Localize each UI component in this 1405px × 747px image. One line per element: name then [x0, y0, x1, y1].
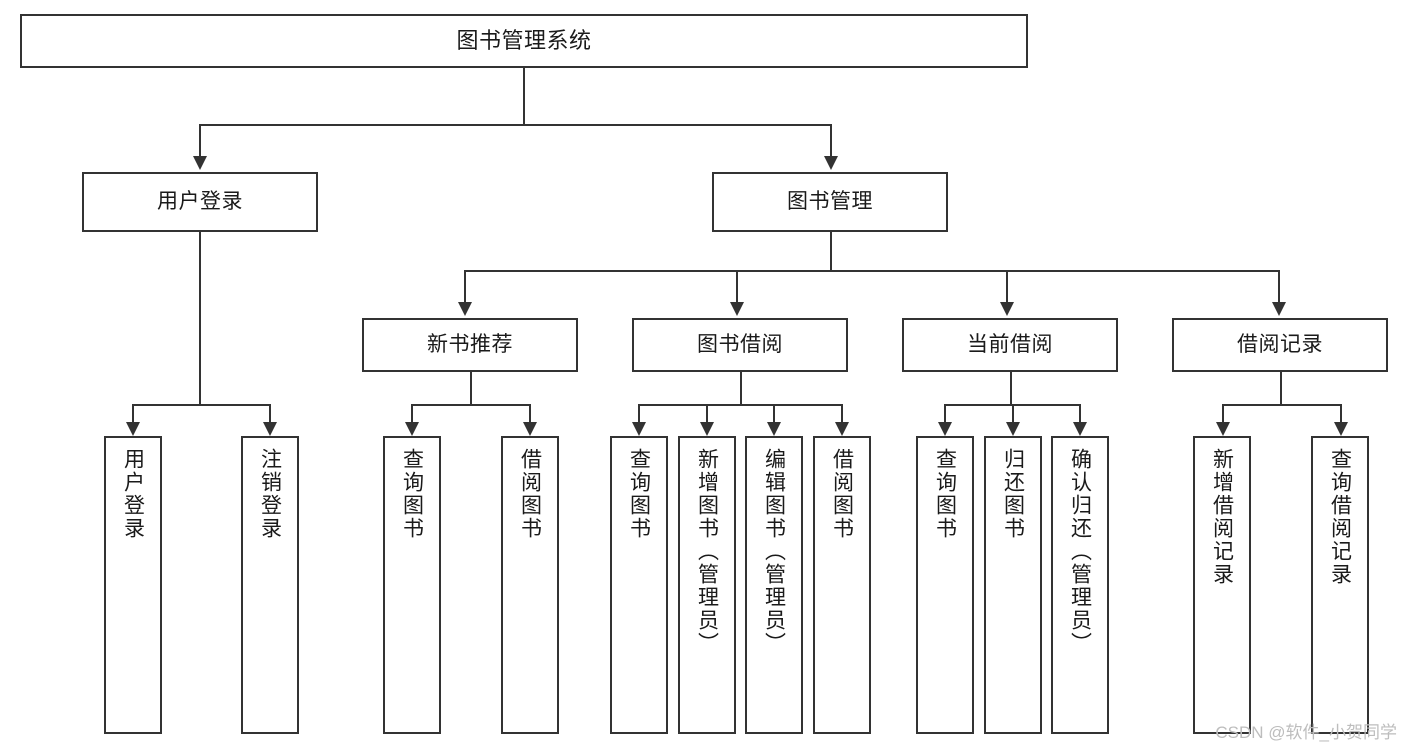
node-leaf-add-record[interactable]: 新增借阅记录 — [1193, 436, 1251, 734]
node-leaf-query-book-3[interactable]: 查询图书 — [916, 436, 974, 734]
node-label: 新增图书（管理员） — [695, 448, 719, 655]
arrowhead-borrow-record — [1272, 302, 1286, 316]
arrowhead-book-borrow — [730, 302, 744, 316]
connector-book-borrow-bus — [638, 404, 841, 406]
arrowhead-book-manage — [824, 156, 838, 170]
connector-new-book-stem — [470, 372, 472, 404]
connector-book-borrow-stem — [740, 372, 742, 404]
node-leaf-edit-book[interactable]: 编辑图书（管理员） — [745, 436, 803, 734]
connector-current-borrow-drop-3 — [1079, 404, 1081, 422]
connector-book-borrow-drop-1 — [638, 404, 640, 422]
arrowhead-leaf-return-book — [1006, 422, 1020, 436]
arrowhead-leaf-add-record — [1216, 422, 1230, 436]
node-label: 借阅记录 — [1237, 332, 1323, 356]
node-label: 查询图书 — [933, 448, 957, 540]
connector-root-to-book-manage — [830, 124, 832, 156]
connector-user-login-drop-2 — [269, 404, 271, 422]
arrowhead-user-login — [193, 156, 207, 170]
node-user-login[interactable]: 用户登录 — [82, 172, 318, 232]
connector-root-stem — [523, 68, 525, 124]
arrowhead-leaf-query-book-3 — [938, 422, 952, 436]
connector-book-manage-drop-1 — [464, 270, 466, 302]
node-leaf-add-book[interactable]: 新增图书（管理员） — [678, 436, 736, 734]
connector-new-book-drop-1 — [411, 404, 413, 422]
connector-user-login-drop-1 — [132, 404, 134, 422]
connector-borrow-record-drop-2 — [1340, 404, 1342, 422]
arrowhead-leaf-borrow-book-1 — [523, 422, 537, 436]
connector-book-borrow-drop-4 — [841, 404, 843, 422]
node-current-borrow[interactable]: 当前借阅 — [902, 318, 1118, 372]
connector-borrow-record-bus — [1222, 404, 1340, 406]
connector-book-borrow-drop-3 — [773, 404, 775, 422]
connector-book-manage-bus — [464, 270, 1280, 272]
connector-root-to-user-login — [199, 124, 201, 156]
node-new-book-recommend[interactable]: 新书推荐 — [362, 318, 578, 372]
arrowhead-leaf-borrow-book-2 — [835, 422, 849, 436]
node-label: 归还图书 — [1001, 448, 1025, 540]
node-leaf-user-login[interactable]: 用户登录 — [104, 436, 162, 734]
connector-current-borrow-stem — [1010, 372, 1012, 404]
node-label: 用户登录 — [157, 189, 243, 213]
connector-current-borrow-bus — [944, 404, 1079, 406]
connector-book-manage-drop-3 — [1006, 270, 1008, 302]
node-label: 新增借阅记录 — [1210, 448, 1234, 586]
node-label: 新书推荐 — [427, 332, 513, 356]
arrowhead-leaf-query-book-2 — [632, 422, 646, 436]
node-leaf-return-book[interactable]: 归还图书 — [984, 436, 1042, 734]
node-leaf-borrow-book-1[interactable]: 借阅图书 — [501, 436, 559, 734]
node-label: 查询图书 — [400, 448, 424, 540]
node-label: 图书管理系统 — [456, 28, 592, 54]
arrowhead-leaf-logout — [263, 422, 277, 436]
node-label: 借阅图书 — [518, 448, 542, 540]
arrowhead-leaf-add-book — [700, 422, 714, 436]
node-label: 图书管理 — [787, 189, 873, 213]
connector-root-bus — [199, 124, 831, 126]
arrowhead-new-book-recommend — [458, 302, 472, 316]
node-leaf-query-book-1[interactable]: 查询图书 — [383, 436, 441, 734]
arrowhead-leaf-confirm-return — [1073, 422, 1087, 436]
node-leaf-confirm-return[interactable]: 确认归还（管理员） — [1051, 436, 1109, 734]
arrowhead-leaf-query-book-1 — [405, 422, 419, 436]
node-label: 查询图书 — [627, 448, 651, 540]
connector-borrow-record-drop-1 — [1222, 404, 1224, 422]
connector-borrow-record-stem — [1280, 372, 1282, 404]
connector-book-borrow-drop-2 — [706, 404, 708, 422]
node-label: 编辑图书（管理员） — [762, 448, 786, 655]
arrowhead-leaf-user-login — [126, 422, 140, 436]
node-root-book-management-system[interactable]: 图书管理系统 — [20, 14, 1028, 68]
connector-book-manage-drop-2 — [736, 270, 738, 302]
connector-user-login-bus — [132, 404, 269, 406]
arrowhead-leaf-edit-book — [767, 422, 781, 436]
node-book-borrow[interactable]: 图书借阅 — [632, 318, 848, 372]
node-borrow-record[interactable]: 借阅记录 — [1172, 318, 1388, 372]
node-label: 用户登录 — [121, 448, 145, 540]
node-label: 注销登录 — [258, 448, 282, 540]
node-label: 确认归还（管理员） — [1068, 448, 1092, 655]
connector-new-book-drop-2 — [529, 404, 531, 422]
connector-current-borrow-drop-2 — [1012, 404, 1014, 422]
connector-book-manage-drop-4 — [1278, 270, 1280, 302]
connector-user-login-stem — [199, 232, 201, 404]
node-label: 图书借阅 — [697, 332, 783, 356]
arrowhead-leaf-query-record — [1334, 422, 1348, 436]
node-leaf-query-record[interactable]: 查询借阅记录 — [1311, 436, 1369, 734]
node-leaf-logout[interactable]: 注销登录 — [241, 436, 299, 734]
connector-book-manage-stem — [830, 232, 832, 270]
node-book-management[interactable]: 图书管理 — [712, 172, 948, 232]
node-leaf-query-book-2[interactable]: 查询图书 — [610, 436, 668, 734]
node-label: 借阅图书 — [830, 448, 854, 540]
connector-current-borrow-drop-1 — [944, 404, 946, 422]
connector-new-book-bus — [411, 404, 529, 406]
node-label: 当前借阅 — [967, 332, 1053, 356]
arrowhead-current-borrow — [1000, 302, 1014, 316]
node-label: 查询借阅记录 — [1328, 448, 1352, 586]
node-leaf-borrow-book-2[interactable]: 借阅图书 — [813, 436, 871, 734]
